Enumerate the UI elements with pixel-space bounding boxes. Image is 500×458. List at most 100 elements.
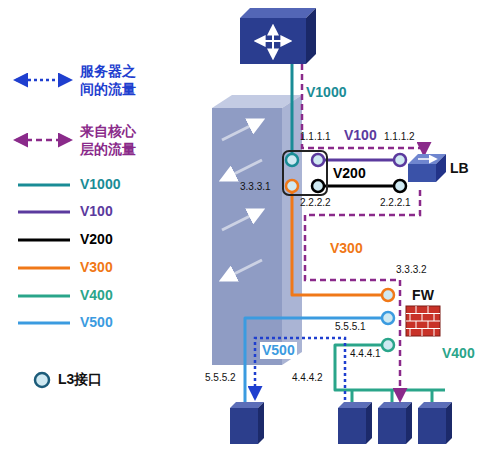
vlan1000-wire — [291, 64, 294, 153]
vlan400-drop — [431, 390, 434, 402]
vlan-label: V200 — [333, 165, 366, 182]
core-traffic-path — [305, 190, 420, 400]
vlan400-drop — [391, 390, 394, 402]
server — [338, 402, 372, 444]
router-arrow — [272, 41, 274, 58]
switch-arrow — [222, 160, 262, 180]
l3-interface — [394, 154, 406, 166]
l3-interface — [286, 180, 298, 192]
brick-joint — [416, 306, 417, 314]
server-front — [418, 408, 446, 444]
router-top — [240, 8, 316, 18]
brick-joint — [406, 321, 440, 322]
lb-front — [408, 164, 436, 182]
core-switch — [212, 95, 302, 365]
vlan100-wire — [318, 159, 394, 162]
legend-swatch — [18, 211, 70, 214]
vlan-label: V500 — [260, 342, 297, 359]
brick-joint — [410, 314, 411, 322]
ip-label: 2.2.2.2 — [300, 197, 331, 209]
legend-swatch — [18, 322, 70, 325]
server — [378, 402, 412, 444]
brick-joint — [406, 328, 440, 329]
legend-text: V500 — [80, 314, 113, 332]
lb-side — [436, 154, 446, 182]
router-arrow — [273, 40, 290, 42]
lb-arrow — [418, 158, 436, 160]
brick-joint — [428, 321, 429, 329]
l3-interface — [394, 180, 406, 192]
device-label: FW — [410, 286, 436, 304]
legend-text: V400 — [80, 287, 113, 305]
router-arrow — [272, 26, 274, 41]
legend-swatch — [18, 295, 70, 298]
ip-label: 3.3.3.1 — [240, 181, 271, 193]
vlan400-drop — [351, 390, 354, 402]
brick-joint — [416, 321, 417, 329]
legend-swatch — [18, 239, 70, 242]
l3-interface — [312, 154, 324, 166]
switch-arrow — [222, 120, 262, 140]
legend-swatch — [35, 373, 49, 387]
legend-swatch — [18, 267, 70, 270]
brick-joint — [406, 313, 440, 314]
firewall-wall — [406, 306, 440, 336]
firewall: FW — [404, 286, 442, 338]
l3-interface — [382, 312, 394, 324]
l3-interface — [286, 154, 298, 166]
vlan-label: V300 — [330, 240, 363, 257]
legend-text: 服务器之间的流量 — [80, 63, 139, 98]
vlan-label: V400 — [442, 345, 475, 362]
core-router — [240, 8, 316, 64]
ip-label: 2.2.2.1 — [380, 197, 411, 209]
switch-front — [212, 108, 282, 365]
l3-interface — [382, 289, 394, 301]
switch-arrow — [222, 210, 262, 230]
ip-label: 3.3.3.2 — [396, 264, 427, 276]
device-label: LB — [448, 159, 471, 177]
server-front — [378, 408, 406, 444]
legend-swatch — [16, 139, 70, 142]
server-front — [338, 408, 366, 444]
brick-joint — [410, 329, 411, 337]
legend-text: L3接口 — [58, 371, 102, 389]
interface-group-outline — [283, 151, 327, 195]
switch-arrow — [222, 260, 262, 280]
legend-text: V300 — [80, 259, 113, 277]
server-side — [366, 402, 372, 444]
brick-joint — [422, 329, 423, 337]
ip-label: 4.4.4.1 — [350, 348, 381, 360]
ip-label: 1.1.1.1 — [300, 131, 331, 143]
legend-swatch — [16, 79, 70, 82]
ip-label: 1.1.1.2 — [384, 131, 415, 143]
firewall-icon — [404, 304, 442, 338]
load-balancer-icon — [406, 150, 448, 186]
load-balancer: LB — [406, 150, 471, 186]
server-traffic-path — [255, 338, 345, 400]
brick-joint — [434, 314, 435, 322]
server — [418, 402, 452, 444]
legend-text: V100 — [80, 203, 113, 221]
ip-label: 5.5.5.2 — [205, 372, 236, 384]
vlan-label: V100 — [344, 127, 377, 144]
legend-text: V200 — [80, 231, 113, 249]
server-side — [258, 402, 264, 444]
vlan-label: V1000 — [306, 84, 346, 101]
brick-joint — [428, 306, 429, 314]
server-front — [230, 408, 258, 444]
ip-label: 4.4.4.2 — [292, 372, 323, 384]
brick-joint — [422, 314, 423, 322]
router-front — [240, 18, 306, 64]
vlan200-wire — [318, 185, 394, 188]
legend-text: V1000 — [80, 176, 120, 194]
router-arrow — [256, 40, 273, 42]
l3-interface — [312, 180, 324, 192]
server-side — [406, 402, 412, 444]
legend-text: 来自核心层的流量 — [80, 123, 139, 158]
l3-interface — [382, 339, 394, 351]
server — [230, 402, 264, 444]
router-side — [306, 8, 316, 64]
ip-label: 5.5.5.1 — [335, 321, 366, 333]
